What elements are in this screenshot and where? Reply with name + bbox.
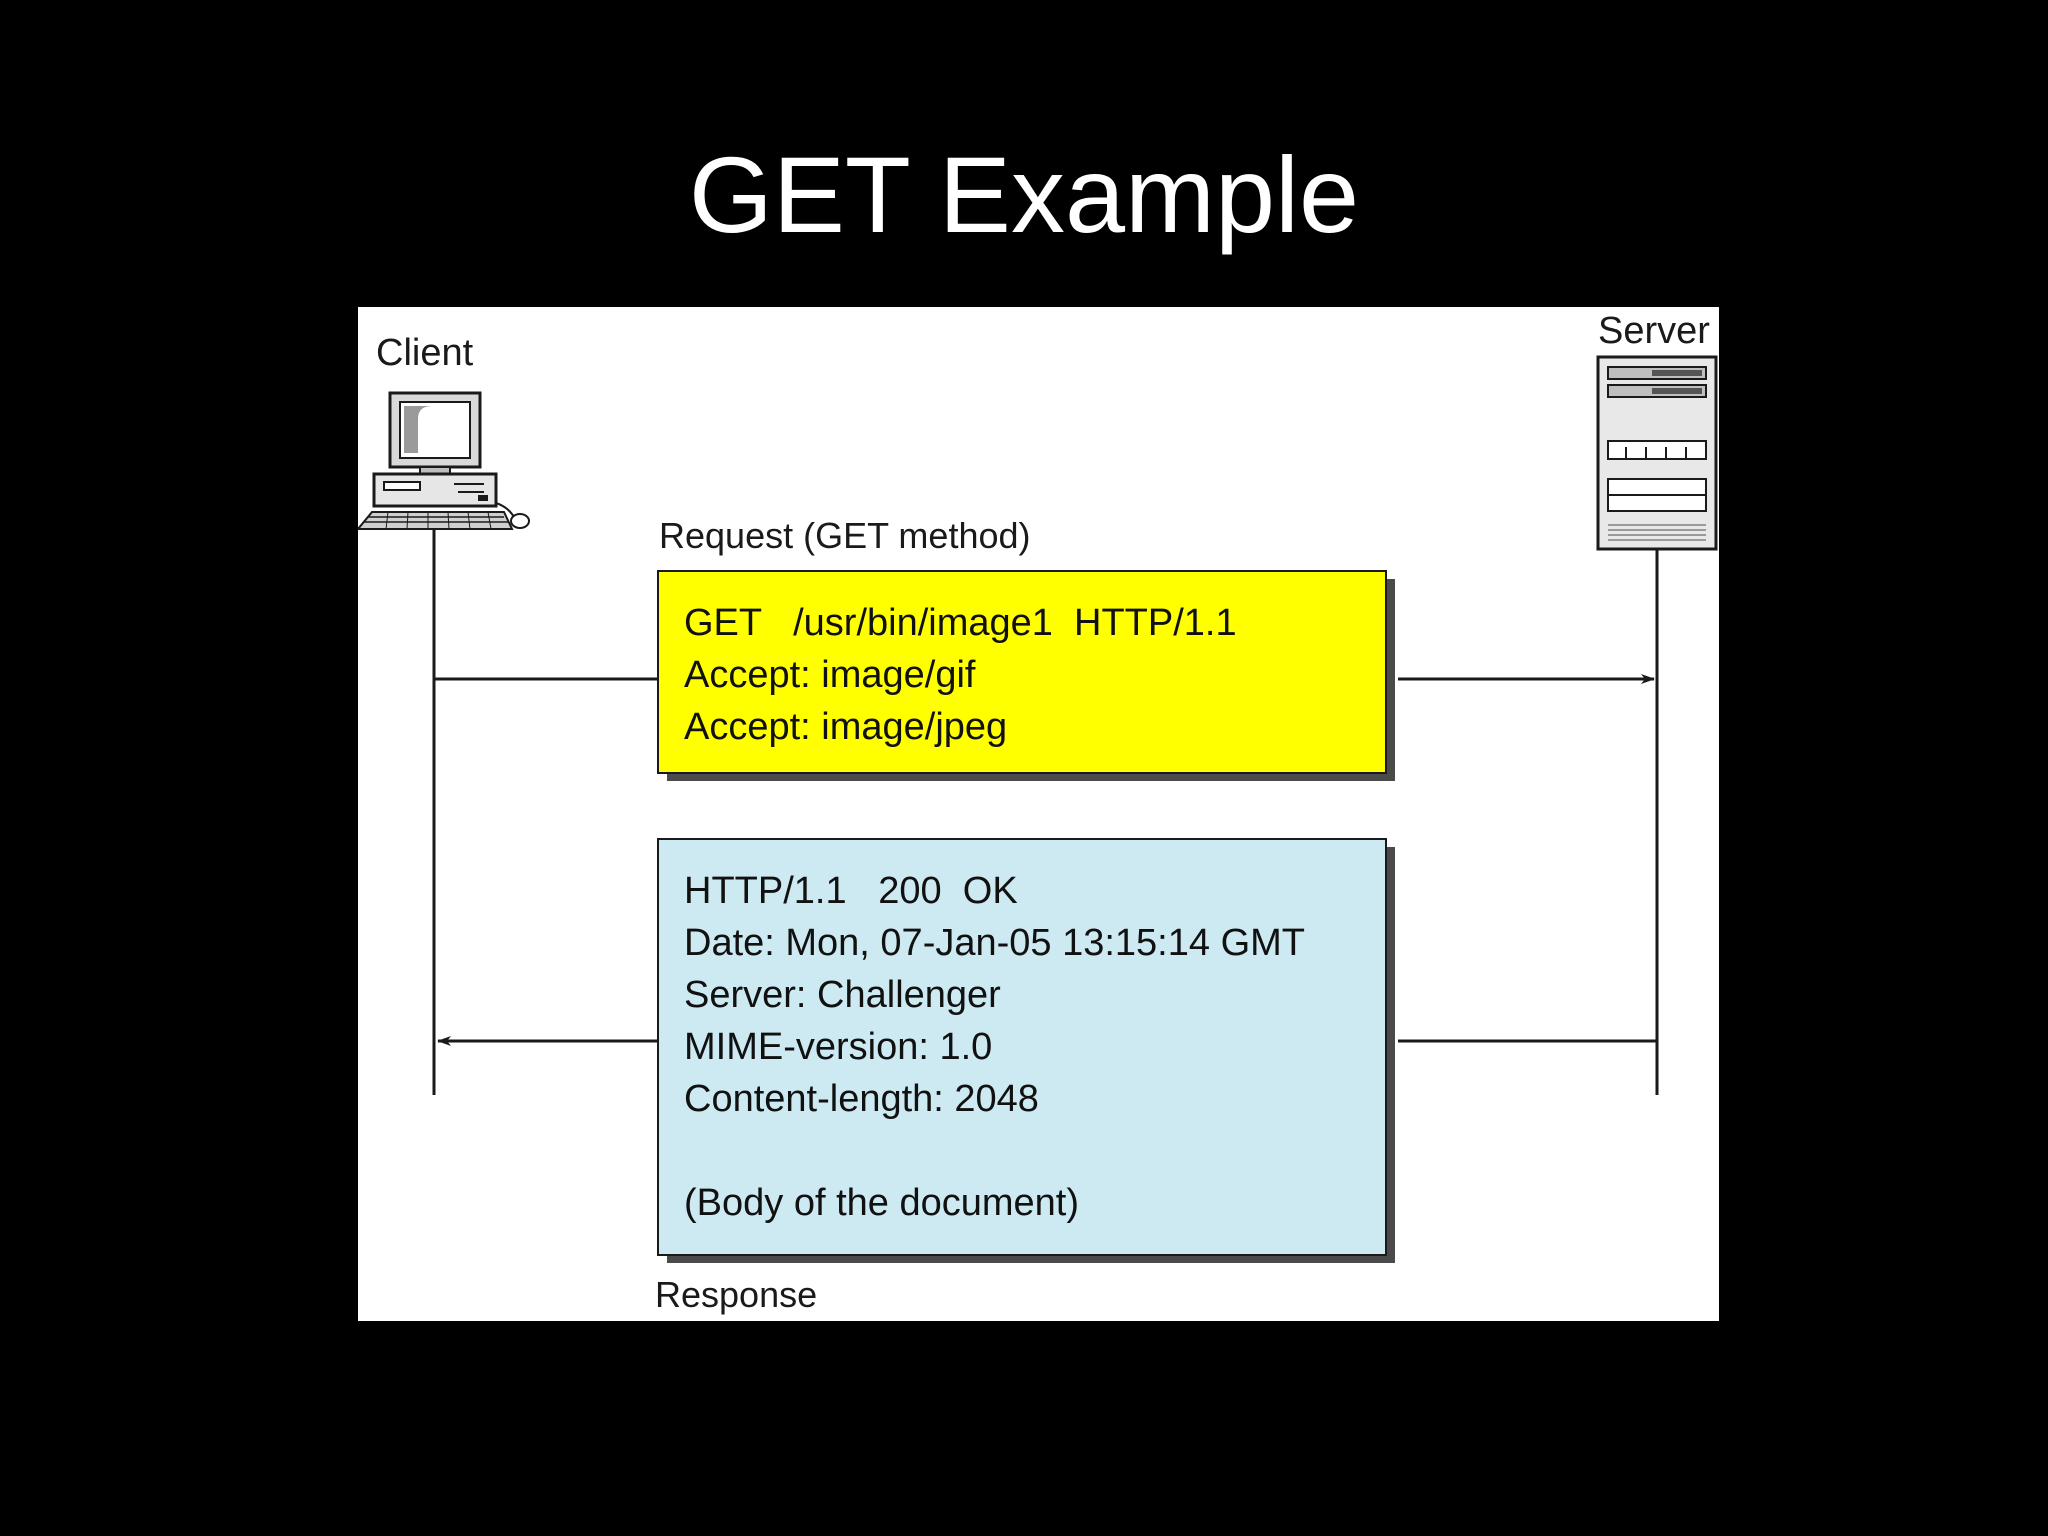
- response-line-status: HTTP/1.1 200 OK: [684, 870, 1018, 912]
- response-line-server: Server: Challenger: [684, 974, 1001, 1016]
- server-tower-icon: [1596, 355, 1718, 551]
- http-get-diagram: Client: [358, 307, 1719, 1321]
- request-message-box: GET /usr/bin/image1 HTTP/1.1 Accept: ima…: [657, 570, 1395, 781]
- response-label: Response: [655, 1274, 817, 1315]
- request-line-method: GET /usr/bin/image1 HTTP/1.1: [684, 602, 1237, 644]
- response-line-content-length: Content-length: 2048: [684, 1078, 1039, 1120]
- response-line-body: (Body of the document): [684, 1182, 1079, 1224]
- request-line-accept-jpeg: Accept: image/jpeg: [684, 706, 1007, 748]
- request-line-accept-gif: Accept: image/gif: [684, 654, 976, 696]
- response-line-date: Date: Mon, 07-Jan-05 13:15:14 GMT: [684, 922, 1305, 964]
- response-line-mime: MIME-version: 1.0: [684, 1026, 992, 1068]
- response-message-box: HTTP/1.1 200 OK Date: Mon, 07-Jan-05 13:…: [657, 838, 1395, 1263]
- slide-title: GET Example: [688, 134, 1360, 255]
- desktop-computer-icon: [358, 391, 530, 530]
- request-label: Request (GET method): [659, 515, 1031, 556]
- client-label: Client: [376, 332, 474, 374]
- server-label: Server: [1598, 310, 1710, 352]
